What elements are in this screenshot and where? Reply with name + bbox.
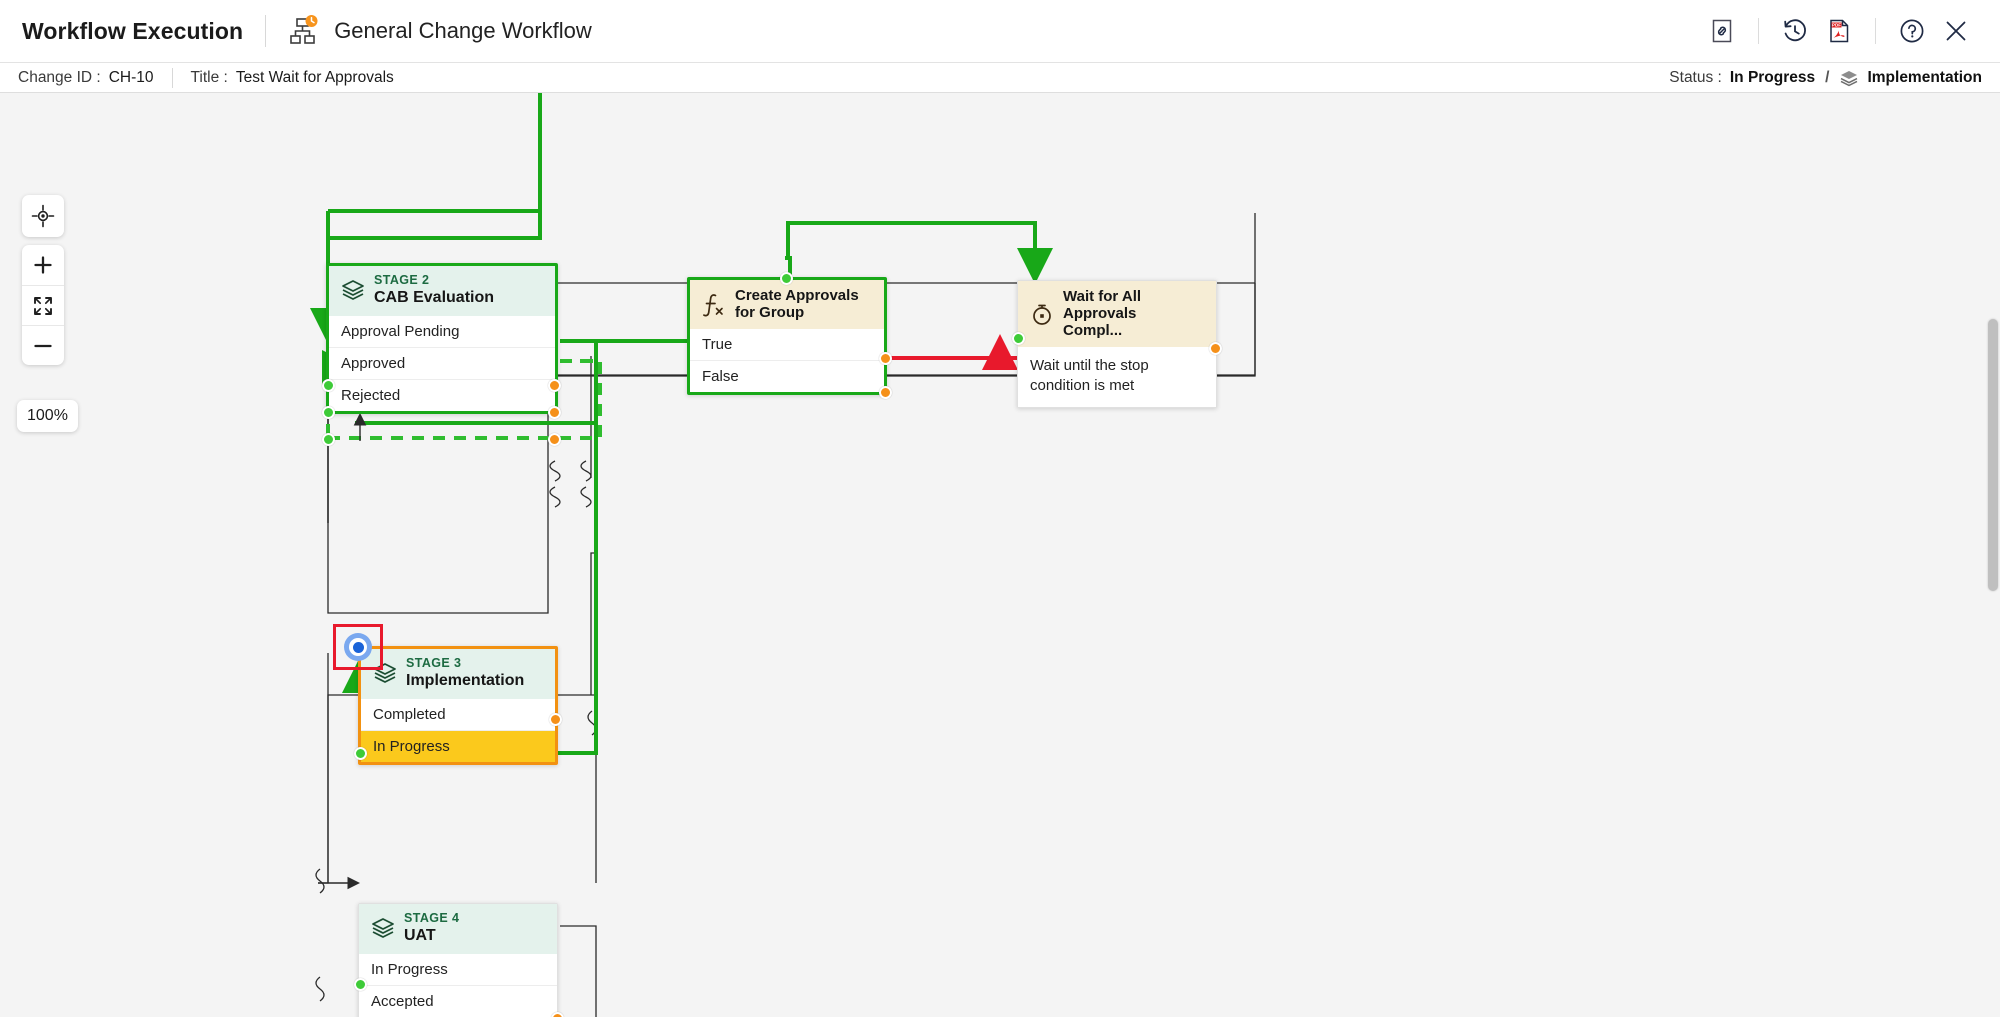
node-stage2-row-rejected[interactable]: Rejected bbox=[329, 378, 555, 411]
port-in-stage4-in-progress[interactable] bbox=[354, 978, 367, 991]
layers-icon bbox=[369, 915, 397, 941]
zoom-in-button[interactable] bbox=[22, 245, 64, 285]
header-divider bbox=[265, 15, 267, 47]
center-canvas-button[interactable] bbox=[22, 195, 64, 237]
zoom-out-button[interactable] bbox=[22, 325, 64, 365]
title-label: Title : bbox=[190, 68, 228, 86]
node-create-approvals-header: Create Approvals for Group bbox=[690, 280, 884, 329]
fit-to-screen-button[interactable] bbox=[22, 285, 64, 325]
node-wait-approvals[interactable]: Wait for All Approvals Compl... Wait unt… bbox=[1017, 280, 1217, 408]
fx-icon bbox=[700, 290, 728, 318]
port-out-stage4-accepted[interactable] bbox=[551, 1012, 564, 1017]
layers-icon bbox=[1839, 68, 1859, 88]
zoom-controls-group bbox=[22, 245, 64, 365]
current-step-target-marker[interactable] bbox=[344, 633, 372, 661]
node-wait-approvals-header: Wait for All Approvals Compl... bbox=[1018, 281, 1216, 347]
node-create-approvals-title: Create Approvals for Group bbox=[735, 287, 859, 321]
node-stage3-row-completed[interactable]: Completed bbox=[361, 698, 555, 730]
node-wait-approvals-body: Wait until the stop condition is met bbox=[1018, 347, 1216, 407]
node-create-approvals[interactable]: Create Approvals for Group True False bbox=[687, 277, 887, 395]
node-stage2-row-approval-pending[interactable]: Approval Pending bbox=[329, 315, 555, 347]
title-value: Test Wait for Approvals bbox=[235, 68, 394, 86]
workflow-canvas[interactable]: 100% STAGE 2 CAB Evaluation Approval Pen… bbox=[0, 93, 2000, 1017]
node-stage4-kicker: STAGE 4 bbox=[404, 911, 460, 925]
port-out-stage2-approval-pending[interactable] bbox=[548, 379, 561, 392]
layers-icon bbox=[339, 277, 367, 303]
expand-arrows-icon bbox=[34, 296, 52, 315]
status-label: Status : bbox=[1669, 68, 1722, 86]
port-in-stage2-rejected[interactable] bbox=[322, 433, 335, 446]
plus-icon bbox=[34, 256, 52, 274]
node-create-approvals-row-false[interactable]: False bbox=[690, 360, 884, 392]
node-stage3-kicker: STAGE 3 bbox=[406, 656, 462, 670]
minus-icon bbox=[34, 344, 52, 347]
zoom-level-indicator[interactable]: 100% bbox=[17, 400, 78, 432]
node-stage2[interactable]: STAGE 2 CAB Evaluation Approval Pending … bbox=[326, 263, 558, 414]
port-in-create-approvals[interactable] bbox=[780, 272, 793, 285]
port-out-create-approvals-false[interactable] bbox=[879, 386, 892, 399]
status-area: Status : In Progress / Implementation bbox=[1669, 68, 1982, 88]
node-stage3-header: STAGE 3 Implementation bbox=[361, 649, 555, 699]
subbar-divider bbox=[171, 67, 173, 88]
crosshair-target-icon bbox=[31, 204, 55, 228]
header-icon-divider bbox=[1758, 18, 1759, 44]
port-in-wait-approvals[interactable] bbox=[1012, 332, 1025, 345]
node-create-approvals-row-true[interactable]: True bbox=[690, 329, 884, 360]
change-id-label: Change ID : bbox=[18, 68, 101, 86]
node-stage3[interactable]: STAGE 3 Implementation Completed In Prog… bbox=[358, 646, 558, 765]
close-icon[interactable] bbox=[1934, 9, 1978, 53]
node-stage4-row-in-progress[interactable]: In Progress bbox=[359, 953, 557, 985]
node-stage2-row-approved[interactable]: Approved bbox=[329, 346, 555, 379]
node-stage4-header: STAGE 4 UAT bbox=[359, 904, 557, 954]
canvas-vertical-scrollbar[interactable] bbox=[1988, 319, 1998, 591]
workflow-name: General Change Workflow bbox=[334, 18, 592, 43]
svg-text:PDF: PDF bbox=[1832, 23, 1841, 28]
page-title: Workflow Execution bbox=[22, 17, 244, 44]
port-out-create-approvals-true[interactable] bbox=[879, 352, 892, 365]
history-icon[interactable] bbox=[1773, 9, 1817, 53]
workflow-hierarchy-clock-icon bbox=[288, 14, 322, 48]
port-in-stage3-in-progress[interactable] bbox=[354, 747, 367, 760]
port-out-stage2-approved[interactable] bbox=[548, 406, 561, 419]
port-out-wait-approvals[interactable] bbox=[1209, 342, 1222, 355]
top-header-bar: Workflow Execution General Change Workfl… bbox=[0, 0, 2000, 63]
port-out-stage3-completed[interactable] bbox=[549, 713, 562, 726]
change-id-value: CH-10 bbox=[108, 68, 154, 86]
pdf-icon[interactable]: PDF bbox=[1817, 9, 1861, 53]
port-in-stage2-approval-pending[interactable] bbox=[322, 379, 335, 392]
header-icon-divider-2 bbox=[1875, 18, 1876, 44]
help-icon[interactable] bbox=[1890, 9, 1934, 53]
node-wait-approvals-title: Wait for All Approvals Compl... bbox=[1063, 288, 1142, 339]
node-stage4[interactable]: STAGE 4 UAT In Progress Accepted Rejecte… bbox=[358, 903, 558, 1017]
timer-icon bbox=[1028, 301, 1056, 327]
node-stage2-kicker: STAGE 2 bbox=[374, 273, 430, 287]
port-in-stage2-approved[interactable] bbox=[322, 406, 335, 419]
node-stage2-title: CAB Evaluation bbox=[374, 289, 495, 307]
current-stage-value: Implementation bbox=[1867, 68, 1982, 86]
link-icon[interactable] bbox=[1700, 9, 1744, 53]
port-out-stage2-rejected[interactable] bbox=[548, 433, 561, 446]
node-stage3-row-in-progress[interactable]: In Progress bbox=[361, 729, 555, 762]
header-actions: PDF bbox=[1700, 9, 1978, 53]
node-stage3-title: Implementation bbox=[406, 672, 525, 690]
context-info-bar: Change ID : CH-10 Title : Test Wait for … bbox=[0, 63, 2000, 93]
node-stage2-header: STAGE 2 CAB Evaluation bbox=[329, 266, 555, 316]
status-separator: / bbox=[1825, 68, 1830, 86]
connector-layer bbox=[310, 93, 1256, 1017]
status-badge: In Progress bbox=[1729, 68, 1816, 86]
node-stage4-title: UAT bbox=[404, 927, 436, 945]
node-stage4-row-accepted[interactable]: Accepted bbox=[359, 984, 557, 1017]
